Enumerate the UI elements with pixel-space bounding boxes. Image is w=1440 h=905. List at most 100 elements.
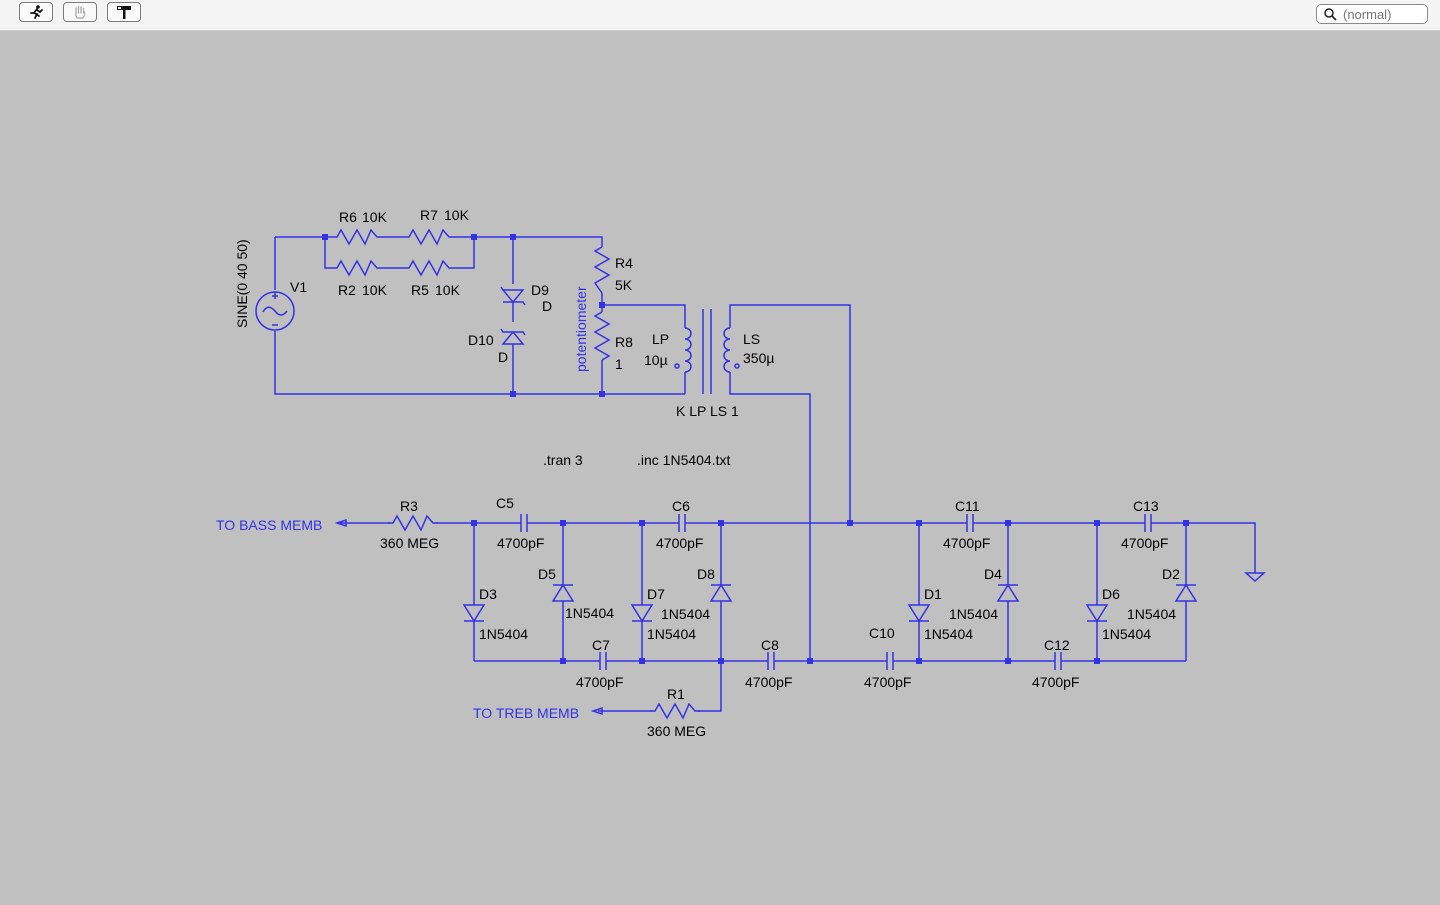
capacitor-c6 (678, 514, 686, 532)
resistor-r7 (403, 229, 455, 245)
hand-pan-icon (74, 5, 86, 19)
c6-name: C6 (672, 498, 690, 514)
v1-value: SINE(0 40 50) (234, 239, 250, 328)
probe-button[interactable] (107, 2, 141, 22)
v1-name: V1 (290, 279, 307, 295)
d2-value: 1N5404 (1127, 606, 1176, 622)
c5-name: C5 (496, 495, 514, 511)
d4-name: D4 (984, 566, 1002, 582)
d2-name: D2 (1162, 566, 1180, 582)
search-box[interactable] (1316, 4, 1428, 24)
inductor-lp (684, 327, 692, 373)
c8-value: 4700pF (745, 674, 792, 690)
resistors (331, 229, 701, 719)
port-arrows (334, 518, 603, 716)
c11-name: C11 (955, 498, 980, 514)
capacitor-c7 (599, 652, 607, 670)
resistor-r3 (387, 515, 439, 531)
tran-directive: .tran 3 (543, 452, 583, 468)
inductor-ls (723, 327, 731, 373)
diodes (462, 583, 1198, 623)
d7-value: 1N5404 (647, 626, 696, 642)
resistor-r5 (403, 260, 455, 276)
resistor-r1 (649, 703, 701, 719)
d8-name: D8 (697, 566, 715, 582)
r7-name: R7 (420, 207, 438, 223)
diode-d7 (630, 604, 654, 623)
r3-value: 360 MEG (380, 535, 439, 551)
zener-d9 (501, 289, 525, 304)
port-treb-label: TO TREB MEMB (473, 705, 579, 721)
resistor-r6 (331, 229, 383, 245)
r1-value: 360 MEG (647, 723, 706, 739)
coupling-directive: K LP LS 1 (676, 403, 739, 419)
zener-diodes (500, 286, 526, 345)
schematic-canvas[interactable]: V1 SINE(0 40 50) R6 10K R7 10K R2 10K R5… (0, 31, 1440, 900)
r7-value: 10K (444, 207, 470, 223)
r6-value: 10K (362, 209, 388, 225)
port-bass-arrow (334, 518, 347, 528)
c8-name: C8 (761, 637, 779, 653)
diode-d4 (996, 583, 1020, 602)
schematic-drawing: V1 SINE(0 40 50) R6 10K R7 10K R2 10K R5… (216, 207, 1266, 739)
d5-name: D5 (538, 566, 556, 582)
r5-value: 10K (435, 282, 461, 298)
lp-value: 10µ (644, 352, 668, 368)
d1-name: D1 (924, 586, 942, 602)
diode-d2 (1174, 583, 1198, 602)
c13-name: C13 (1133, 498, 1159, 514)
d8-value: 1N5404 (661, 606, 710, 622)
d5-value: 1N5404 (565, 605, 614, 621)
d4-value: 1N5404 (949, 606, 998, 622)
zener-d10 (501, 330, 525, 345)
ls-value: 350µ (743, 350, 774, 366)
c7-value: 4700pF (576, 674, 623, 690)
run-icon (30, 5, 43, 19)
c5-value: 4700pF (497, 535, 544, 551)
resistor-r2 (331, 260, 383, 276)
r2-value: 10K (362, 282, 388, 298)
search-input[interactable] (1343, 6, 1425, 22)
lp-name: LP (652, 331, 669, 347)
ls-name: LS (743, 331, 760, 347)
inductors (674, 327, 740, 373)
r8-name: R8 (615, 334, 633, 350)
potentiometer-label: potentiometer (573, 286, 589, 372)
r4-value: 5K (615, 277, 633, 293)
port-treb-arrow (590, 706, 603, 716)
run-button[interactable] (19, 2, 53, 22)
c12-value: 4700pF (1032, 674, 1079, 690)
d7-name: D7 (647, 586, 665, 602)
capacitor-c8 (767, 652, 775, 670)
diode-d1 (907, 604, 931, 623)
diode-d6 (1085, 604, 1109, 623)
r1-name: R1 (667, 686, 685, 702)
port-bass-label: TO BASS MEMB (216, 517, 322, 533)
r3-name: R3 (400, 498, 418, 514)
ground-symbol (1244, 572, 1266, 583)
c13-value: 4700pF (1121, 535, 1168, 551)
r4-name: R4 (615, 255, 633, 271)
c10-name: C10 (869, 625, 895, 641)
search-icon (1324, 8, 1337, 21)
capacitor-c10 (886, 652, 894, 670)
capacitors (520, 514, 1152, 670)
capacitor-c12 (1054, 652, 1062, 670)
c12-name: C12 (1044, 637, 1070, 653)
c6-value: 4700pF (656, 535, 703, 551)
r8-value: 1 (615, 356, 623, 372)
r6-name: R6 (339, 209, 357, 225)
resistor-r8 (593, 311, 611, 361)
inc-directive: .inc 1N5404.txt (637, 452, 730, 468)
c7-name: C7 (592, 637, 610, 653)
pan-button[interactable] (63, 2, 97, 22)
capacitor-c11 (966, 514, 974, 532)
d10-name: D10 (468, 332, 494, 348)
d9-value: D (542, 298, 552, 314)
diode-d5 (551, 583, 575, 602)
junctions (322, 234, 1189, 664)
d10-value: D (498, 349, 508, 365)
c10-value: 4700pF (864, 674, 911, 690)
diode-d8 (709, 583, 733, 602)
d1-value: 1N5404 (924, 626, 973, 642)
